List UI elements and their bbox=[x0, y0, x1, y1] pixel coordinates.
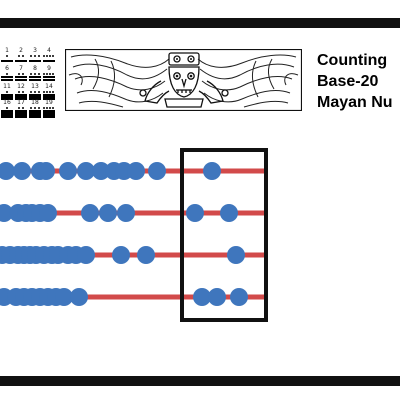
abacus-bead[interactable] bbox=[220, 204, 238, 222]
numeral-glyph-icon bbox=[1, 73, 13, 82]
abacus-bead[interactable] bbox=[0, 204, 13, 222]
numeral-glyph-icon bbox=[1, 107, 13, 118]
abacus-bead[interactable] bbox=[0, 162, 15, 180]
numeral-glyph-icon bbox=[43, 55, 55, 64]
abacus-bead[interactable] bbox=[37, 162, 55, 180]
numeral-glyph-icon bbox=[15, 107, 27, 118]
abacus-bead[interactable] bbox=[137, 246, 155, 264]
numeral-label: 4 bbox=[47, 47, 51, 54]
abacus-bead[interactable] bbox=[148, 162, 166, 180]
numeral-label: 6 bbox=[5, 65, 9, 72]
numeral-label: 9 bbox=[47, 65, 51, 72]
abacus-bead[interactable] bbox=[81, 204, 99, 222]
numeral-label: 16 bbox=[3, 99, 11, 106]
numeral-cell: 11 bbox=[0, 84, 14, 100]
abacus bbox=[0, 148, 268, 322]
numeral-glyph-icon bbox=[29, 73, 41, 82]
numeral-cell: 1 bbox=[0, 48, 14, 64]
bottom-border-bar bbox=[0, 376, 400, 386]
numeral-glyph-icon bbox=[15, 91, 27, 100]
abacus-rod bbox=[0, 252, 266, 258]
numeral-cell: 9 bbox=[42, 66, 56, 82]
numeral-cell: 12 bbox=[14, 84, 28, 100]
abacus-bead[interactable] bbox=[55, 288, 73, 306]
numeral-glyph-icon bbox=[29, 91, 41, 100]
numeral-label: 3 bbox=[33, 47, 37, 54]
abacus-rods bbox=[0, 168, 266, 300]
top-border-bar bbox=[0, 18, 400, 28]
abacus-bead[interactable] bbox=[92, 162, 110, 180]
abacus-bead[interactable] bbox=[230, 288, 248, 306]
numeral-cell: 19 bbox=[42, 99, 56, 118]
abacus-bead[interactable] bbox=[186, 204, 204, 222]
abacus-bead[interactable] bbox=[77, 162, 95, 180]
numeral-glyph-icon bbox=[43, 107, 55, 118]
abacus-bead[interactable] bbox=[77, 246, 95, 264]
title-line: Counting bbox=[317, 52, 388, 69]
numeral-cell: 14 bbox=[42, 84, 56, 100]
numeral-label: 1 bbox=[5, 47, 9, 54]
numeral-label: 14 bbox=[45, 83, 53, 90]
numeral-cell: 13 bbox=[28, 84, 42, 100]
mayan-deity-carving-icon bbox=[65, 49, 302, 111]
numeral-glyph-icon bbox=[43, 91, 55, 100]
abacus-bead[interactable] bbox=[203, 162, 221, 180]
numeral-cell: 6 bbox=[0, 66, 14, 82]
abacus-beads bbox=[0, 162, 248, 306]
numeral-glyph-icon bbox=[29, 107, 41, 118]
numeral-label: 7 bbox=[19, 65, 23, 72]
abacus-place-value-frame bbox=[180, 148, 268, 322]
numeral-label: 11 bbox=[3, 83, 11, 90]
abacus-bead[interactable] bbox=[13, 162, 31, 180]
numeral-cell: 2 bbox=[14, 48, 28, 64]
numeral-cell: 18 bbox=[28, 99, 42, 118]
abacus-bead[interactable] bbox=[99, 204, 117, 222]
numeral-label: 2 bbox=[19, 47, 23, 54]
title-line: Mayan Nu bbox=[317, 94, 393, 111]
numeral-label: 12 bbox=[17, 83, 25, 90]
page-title: Counting Base-20 Mayan Nu bbox=[317, 50, 393, 113]
numeral-label: 13 bbox=[31, 83, 39, 90]
numeral-label: 19 bbox=[45, 99, 53, 106]
numeral-glyph-icon bbox=[29, 55, 41, 64]
numeral-cell: 8 bbox=[28, 66, 42, 82]
abacus-bead[interactable] bbox=[227, 246, 245, 264]
numeral-glyph-icon bbox=[15, 55, 27, 64]
abacus-bead[interactable] bbox=[112, 246, 130, 264]
abacus-bead[interactable] bbox=[70, 288, 88, 306]
numeral-glyph-icon bbox=[1, 55, 13, 64]
abacus-bead[interactable] bbox=[193, 288, 211, 306]
numeral-cell: 16 bbox=[0, 99, 14, 118]
numeral-cell: 7 bbox=[14, 66, 28, 82]
numeral-cell: 3 bbox=[28, 48, 42, 64]
abacus-bead[interactable] bbox=[59, 162, 77, 180]
numeral-cell: 17 bbox=[14, 99, 28, 118]
mayan-numeral-chart: 1 2 3 4 6 7 8 9 11 12 13 14 bbox=[0, 48, 60, 120]
numeral-label: 17 bbox=[17, 99, 25, 106]
abacus-rod bbox=[0, 294, 266, 300]
title-line: Base-20 bbox=[317, 73, 379, 90]
abacus-bead[interactable] bbox=[127, 162, 145, 180]
numeral-glyph-icon bbox=[15, 73, 27, 82]
abacus-bead[interactable] bbox=[39, 204, 57, 222]
abacus-bead[interactable] bbox=[208, 288, 226, 306]
numeral-label: 18 bbox=[31, 99, 39, 106]
numeral-glyph-icon bbox=[1, 91, 13, 100]
numeral-glyph-icon bbox=[43, 73, 55, 82]
numeral-cell: 4 bbox=[42, 48, 56, 64]
numeral-label: 8 bbox=[33, 65, 37, 72]
abacus-bead[interactable] bbox=[117, 204, 135, 222]
